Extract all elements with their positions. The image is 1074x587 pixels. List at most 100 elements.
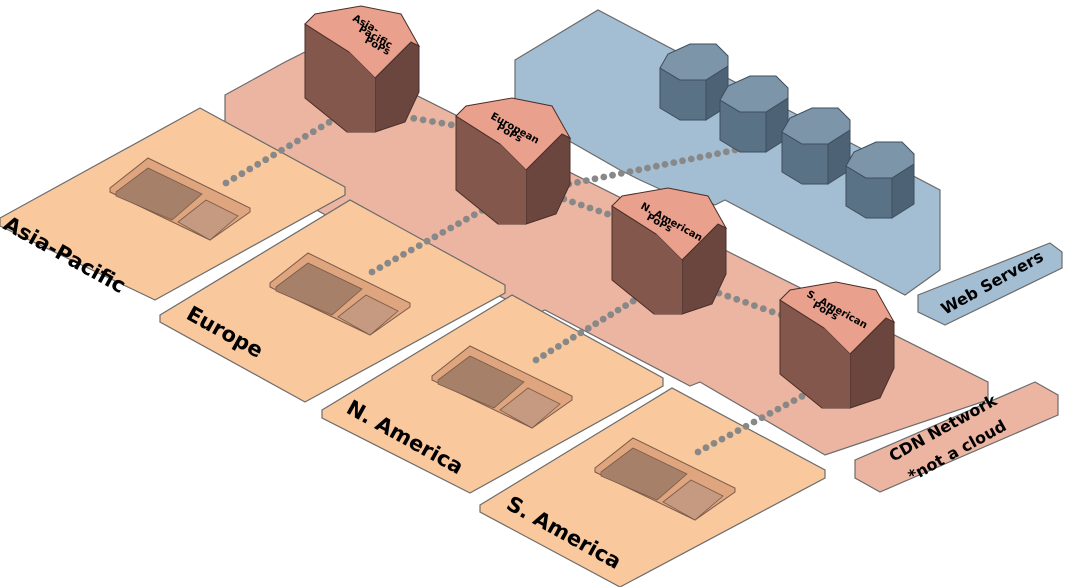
connector-dot — [670, 159, 678, 167]
connector-dot — [562, 338, 570, 346]
connector-dot — [614, 306, 622, 314]
connector-dot — [246, 165, 254, 173]
connector-dot — [600, 173, 608, 181]
connector-dot — [626, 168, 634, 176]
connector-dot — [591, 175, 599, 183]
region-europe: Europe — [159, 199, 506, 403]
connector-dot — [774, 405, 782, 413]
connector-dot — [617, 170, 625, 177]
connector-dot — [470, 211, 478, 219]
connector-dot — [368, 268, 376, 276]
connector-dot — [294, 137, 301, 145]
connector-dot — [222, 179, 230, 187]
connector-dot — [419, 116, 427, 124]
region-s-america: S. America — [479, 387, 826, 587]
connector-dot — [607, 311, 615, 319]
connector-dot — [270, 151, 277, 159]
connector-dot — [407, 246, 415, 254]
connector-dot — [758, 414, 766, 422]
connector-dot — [438, 119, 446, 127]
connector-dot — [262, 156, 270, 164]
connector-dot — [661, 161, 669, 168]
connector-dot — [742, 299, 749, 306]
connector-dot — [238, 170, 246, 178]
cdn-network-tag-shape — [854, 381, 1059, 493]
connector-dot — [455, 220, 462, 228]
connector-dot — [694, 448, 702, 456]
connector-dot — [278, 146, 285, 154]
connector-dot — [286, 142, 293, 150]
connector-dot — [710, 440, 718, 447]
web-server-icon — [845, 141, 915, 219]
web-servers-tag-shape — [917, 242, 1063, 326]
connector-dot — [376, 264, 384, 271]
browser-window-icon — [269, 252, 411, 336]
browser-window-icon — [431, 345, 573, 429]
connector-dot — [547, 347, 555, 355]
connector-dot — [790, 397, 798, 404]
connector-dot — [733, 295, 741, 303]
connector-dot — [702, 444, 710, 452]
connector-dot — [584, 324, 592, 332]
connector-dot — [540, 352, 547, 359]
connector-dot — [439, 229, 447, 236]
connector-dot — [599, 315, 607, 323]
connector-dot — [652, 162, 660, 170]
web-server-icon — [719, 75, 789, 153]
connector-dot — [586, 204, 594, 212]
connector-dot — [592, 320, 600, 328]
connector-dot — [582, 177, 590, 185]
connector-dot — [629, 297, 637, 305]
connector-dot — [447, 224, 455, 232]
connector-dot — [423, 237, 431, 245]
connector-dot — [569, 333, 577, 341]
connector-dot — [574, 179, 581, 186]
connector-dot — [595, 207, 603, 215]
connector-dot — [325, 118, 333, 126]
connector-dot — [766, 410, 774, 417]
browser-window-icon — [109, 157, 251, 241]
connector-dot — [679, 157, 686, 165]
connector-dot — [750, 418, 758, 426]
connector-dot — [714, 150, 721, 158]
connector-dot — [577, 329, 585, 337]
connector-dot — [718, 435, 726, 443]
connector-dot — [577, 201, 585, 209]
connector-dot — [429, 118, 436, 125]
connector-dot — [400, 251, 407, 258]
connector-dot — [635, 166, 643, 174]
connector-dot — [301, 132, 309, 140]
web-server-stack — [659, 43, 915, 219]
web-server-icon — [781, 107, 851, 185]
connector-dot — [768, 308, 776, 316]
connector-dot — [447, 121, 455, 129]
connector-dot — [230, 174, 238, 182]
connector-dot — [734, 427, 742, 434]
connector-dot — [742, 422, 750, 430]
connector-dot — [759, 305, 767, 313]
connector-dot — [569, 198, 576, 206]
connector-dot — [782, 401, 790, 409]
connector-dot — [410, 114, 418, 122]
connector-dot — [687, 155, 695, 163]
connector-dot — [722, 148, 730, 156]
connector-dot — [532, 356, 540, 364]
connector-dot — [431, 233, 439, 241]
connector-dot — [622, 302, 629, 309]
connector-dot — [644, 164, 651, 172]
web-server-icon — [659, 43, 729, 121]
connector-dot — [726, 431, 734, 439]
connector-dot — [609, 171, 616, 179]
connector-dot — [751, 302, 758, 309]
connector-dot — [415, 242, 423, 250]
connector-dot — [254, 160, 262, 168]
connector-dot — [604, 210, 611, 218]
connector-dot — [317, 123, 325, 131]
connector-dot — [724, 292, 732, 300]
connector-dot — [696, 153, 704, 161]
